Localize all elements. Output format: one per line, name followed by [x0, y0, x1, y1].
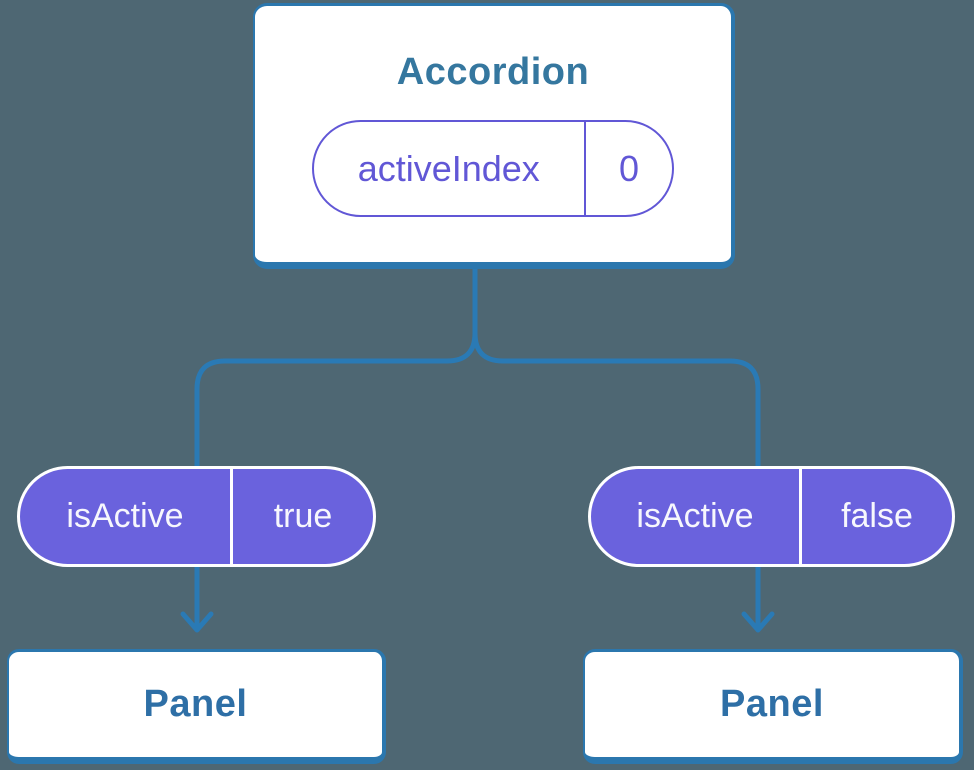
arrow-down-icon	[741, 611, 775, 633]
state-value-label: 0	[618, 147, 640, 189]
panel-component-card-right: Panel	[583, 649, 963, 764]
state-name-label: activeIndex	[357, 147, 540, 189]
pill-divider	[583, 122, 586, 215]
connector-left-branch	[194, 263, 478, 631]
prop-name-label: isActive	[66, 497, 184, 535]
prop-name-label: isActive	[636, 497, 754, 535]
connector-right-branch	[472, 263, 761, 631]
accordion-title: Accordion	[396, 51, 590, 93]
arrow-down-icon	[180, 611, 214, 633]
panel-title: Panel	[720, 683, 824, 725]
prop-value-label: true	[273, 497, 333, 535]
prop-value-label: false	[841, 497, 913, 535]
pill-divider	[230, 469, 233, 564]
pill-divider	[799, 469, 802, 564]
state-pill-activeindex: activeIndex 0	[312, 120, 674, 217]
panel-title: Panel	[143, 683, 248, 725]
accordion-component-card: Accordion activeIndex 0	[253, 3, 735, 269]
prop-pill-isactive-true: isActive true	[17, 466, 376, 567]
panel-component-card-left: Panel	[7, 649, 386, 764]
prop-pill-isactive-false: isActive false	[588, 466, 955, 567]
